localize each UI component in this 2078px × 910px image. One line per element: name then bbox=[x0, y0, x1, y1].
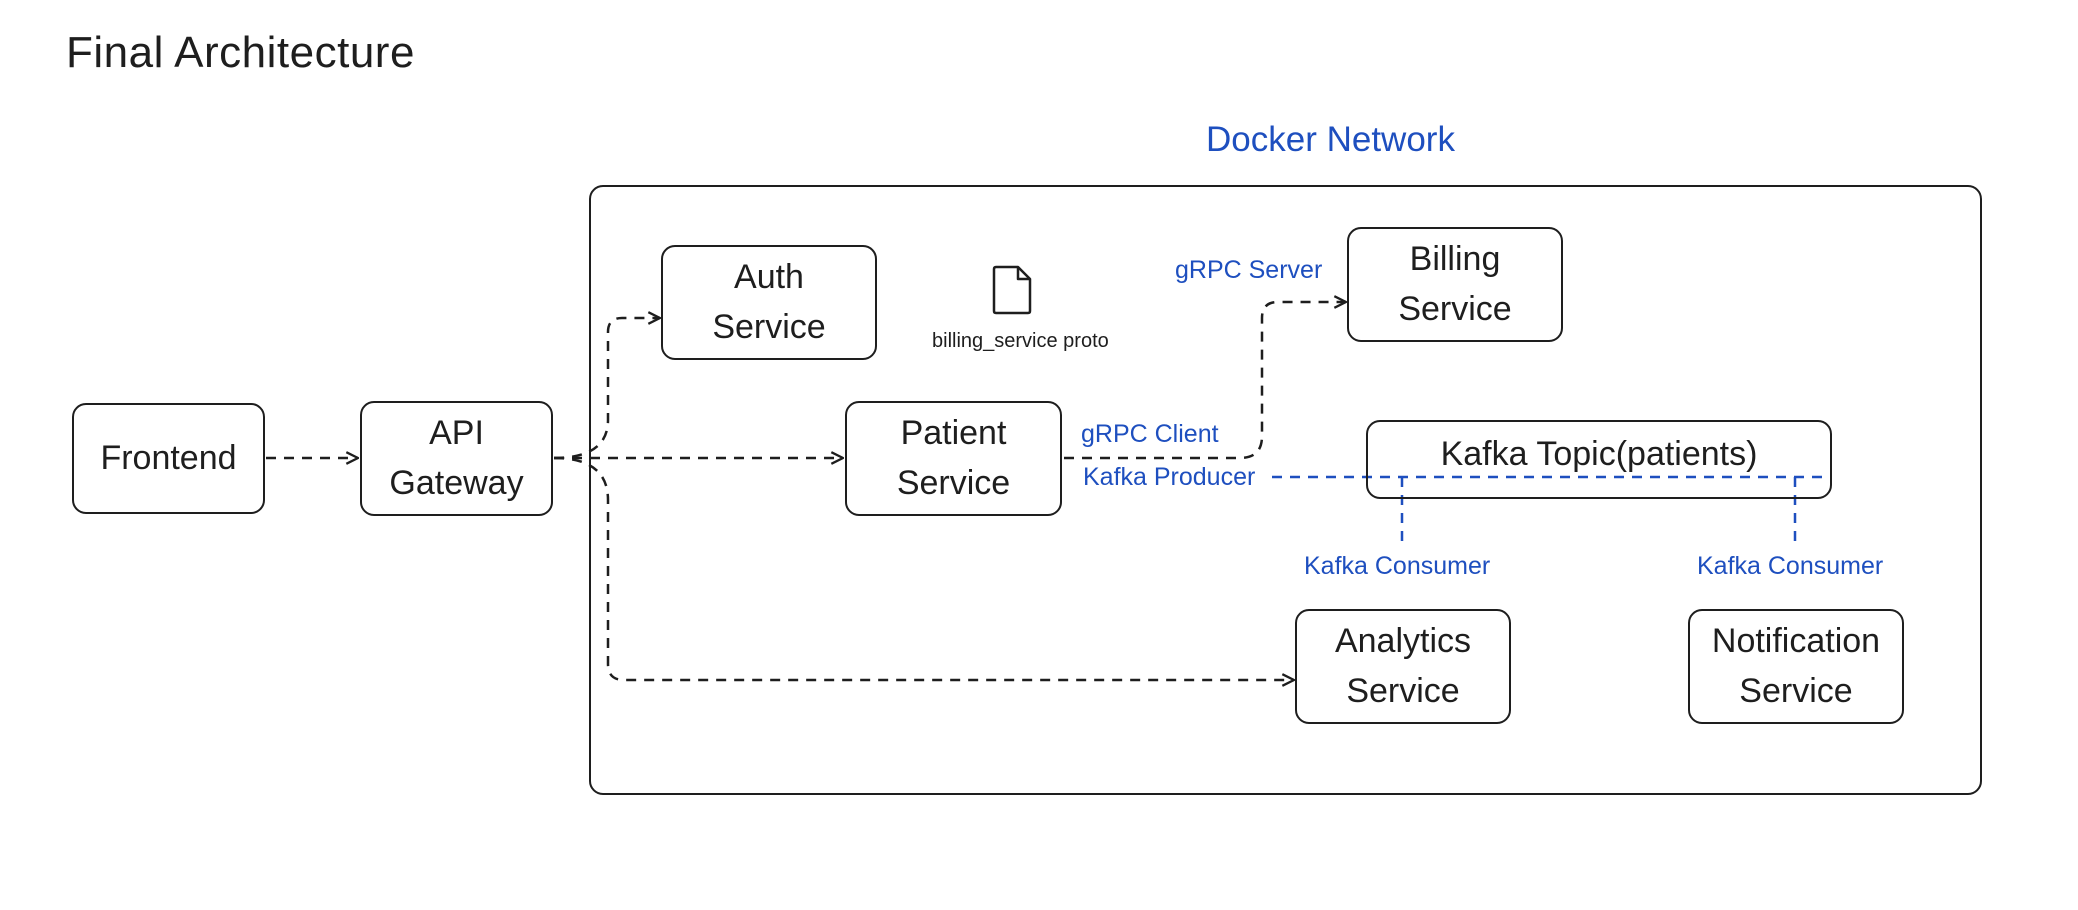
analytics-service-label-line1: Analytics bbox=[1334, 622, 1472, 661]
auth-service-label-line1: Auth bbox=[734, 258, 804, 297]
api-gateway-label-line1: API bbox=[429, 414, 484, 453]
patient-service-label-line1: Patient bbox=[900, 414, 1007, 453]
billing-service-label-line2: Service bbox=[1398, 289, 1512, 328]
analytics-service-label-line2: Service bbox=[1346, 671, 1460, 710]
api-gateway-label-line2: Gateway bbox=[389, 463, 524, 502]
grpc-server-label: gRPC Server bbox=[1175, 256, 1323, 284]
patient-service-label-line2: Service bbox=[896, 463, 1011, 502]
billing-service-node[interactable]: Billing Service bbox=[1347, 227, 1563, 342]
notification-service-label-line2: Service bbox=[1739, 671, 1853, 710]
notification-service-label-line1: Notification bbox=[1711, 622, 1881, 661]
auth-service-label-line2: Service bbox=[712, 307, 826, 346]
proto-file-label: billing_service proto bbox=[932, 330, 1109, 352]
analytics-service-node[interactable]: Analytics Service bbox=[1295, 609, 1511, 724]
diagram-title: Final Architecture bbox=[66, 28, 415, 77]
api-gateway-node[interactable]: API Gateway bbox=[360, 401, 553, 516]
grpc-client-label: gRPC Client bbox=[1081, 420, 1219, 448]
notification-service-node[interactable]: Notification Service bbox=[1688, 609, 1904, 724]
patient-service-node[interactable]: Patient Service bbox=[845, 401, 1062, 516]
kafka-consumer-analytics-label: Kafka Consumer bbox=[1304, 552, 1491, 580]
kafka-producer-label: Kafka Producer bbox=[1083, 463, 1260, 492]
auth-service-node[interactable]: Auth Service bbox=[661, 245, 877, 360]
frontend-label: Frontend bbox=[100, 438, 237, 477]
frontend-node[interactable]: Frontend bbox=[72, 403, 265, 514]
file-icon bbox=[992, 265, 1032, 315]
docker-network-label: Docker Network bbox=[1206, 120, 1455, 159]
kafka-topic-node[interactable]: Kafka Topic(patients) bbox=[1366, 420, 1832, 499]
kafka-topic-label: Kafka Topic(patients) bbox=[1440, 434, 1758, 473]
kafka-consumer-notification-label: Kafka Consumer bbox=[1697, 552, 1884, 580]
billing-service-label-line1: Billing bbox=[1409, 240, 1501, 279]
